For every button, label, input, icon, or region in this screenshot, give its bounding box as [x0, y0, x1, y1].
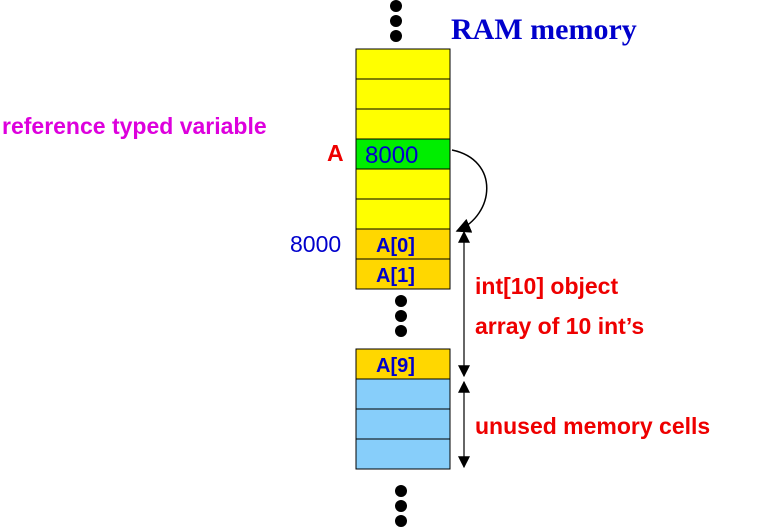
reference-pointer-arrow	[451, 149, 488, 233]
memory-cell-unused	[355, 408, 451, 440]
memory-cell-free	[355, 78, 451, 110]
memory-cell-free	[355, 198, 451, 230]
reference-cell-value: 8000	[365, 142, 418, 169]
memory-cell-free	[355, 168, 451, 200]
diagram-title: RAM memory	[451, 13, 637, 46]
memory-cell-unused	[355, 438, 451, 470]
array-object-label: int[10] object	[475, 273, 618, 299]
memory-stack-lower	[355, 348, 451, 470]
array-cell-a9: A[9]	[376, 355, 415, 377]
memory-cell-free	[355, 108, 451, 140]
array-cell-a1: A[1]	[376, 265, 415, 287]
reference-variable-label: reference typed variable	[2, 113, 267, 139]
array-address-label: 8000	[290, 231, 341, 257]
memory-cell-array-a1	[355, 258, 451, 290]
ellipsis-bottom	[395, 485, 407, 527]
array-description-label: array of 10 int’s	[475, 313, 644, 339]
memory-cell-reference	[355, 138, 451, 170]
variable-name-label: A	[327, 140, 344, 166]
memory-cell-free	[355, 48, 451, 80]
memory-cell-unused	[355, 378, 451, 410]
unused-cells-label: unused memory cells	[475, 413, 710, 439]
ellipsis-top	[390, 0, 402, 42]
ellipsis-middle	[395, 295, 407, 337]
array-cell-a0: A[0]	[376, 235, 415, 257]
memory-stack-upper	[355, 48, 451, 290]
